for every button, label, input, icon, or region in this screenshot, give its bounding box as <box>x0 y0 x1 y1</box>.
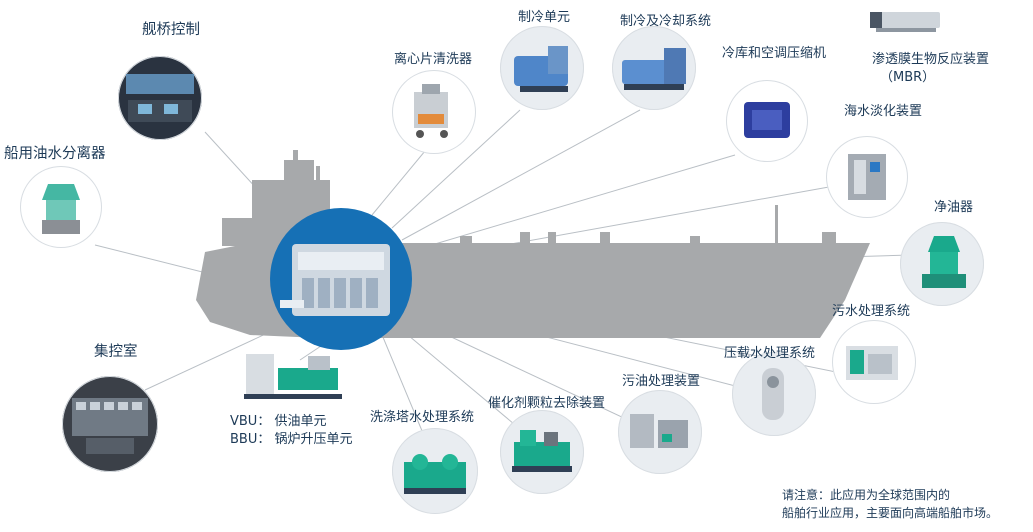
label-control-room: 集控室 <box>94 344 138 360</box>
label-oil-water-separator: 船用油水分离器 <box>4 146 106 162</box>
sludge-treatment-photo <box>618 390 702 474</box>
label-sewage-treatment: 污水处理系统 <box>832 304 911 319</box>
label-bridge-control: 舰桥控制 <box>142 22 200 38</box>
compressor-photo <box>726 80 808 162</box>
label-catalyst-removal: 催化剂颗粒去除装置 <box>488 396 606 411</box>
disclaimer-line-1: 请注意：此应用为全球范围内的 <box>782 488 951 502</box>
label-bbu: BBU： 锅炉升压单元 <box>230 432 353 447</box>
sewage-treatment-photo <box>832 320 916 404</box>
catalyst-removal-photo <box>500 410 584 494</box>
disclaimer-line-2: 船舶行业应用，主要面向高端船舶市场。 <box>782 506 999 520</box>
oil-water-separator-photo <box>20 166 102 248</box>
scrubber-water-photo <box>392 428 478 514</box>
engine-room-circle <box>270 208 412 350</box>
label-centrifugal-cleaner: 离心片清洗器 <box>394 52 473 67</box>
label-sludge-treatment: 污油处理装置 <box>622 374 701 389</box>
label-mbr-abbrev: （MBR） <box>880 70 936 85</box>
control-room-photo <box>62 376 158 472</box>
mbr-photo <box>866 4 946 40</box>
label-scrubber-water: 洗涤塔水处理系统 <box>370 410 475 425</box>
centrifugal-cleaner-photo <box>392 70 476 154</box>
desalination-photo <box>826 136 908 218</box>
label-refrigeration-cooling: 制冷及冷却系统 <box>620 14 712 29</box>
refrigeration-unit-photo <box>500 26 584 110</box>
label-cold-storage-compressor: 冷库和空调压缩机 <box>722 46 827 61</box>
engine-icon <box>280 244 390 316</box>
label-mbr: 渗透膜生物反应装置 <box>872 52 990 67</box>
label-desalination: 海水淡化装置 <box>844 104 923 119</box>
label-refrigeration-unit: 制冷单元 <box>518 10 571 25</box>
refrigeration-cooling-photo <box>612 26 696 110</box>
bridge-control-photo <box>118 56 202 140</box>
ballast-water-photo <box>732 352 816 436</box>
label-vbu: VBU： 供油单元 <box>230 414 327 429</box>
label-oil-purifier: 净油器 <box>934 200 974 215</box>
vbu-bbu-photo <box>238 346 350 404</box>
label-ballast-water: 压载水处理系统 <box>724 346 816 361</box>
oil-purifier-photo <box>900 222 984 306</box>
disclaimer-note: 请注意：此应用为全球范围内的 船舶行业应用，主要面向高端船舶市场。 <box>782 486 998 522</box>
